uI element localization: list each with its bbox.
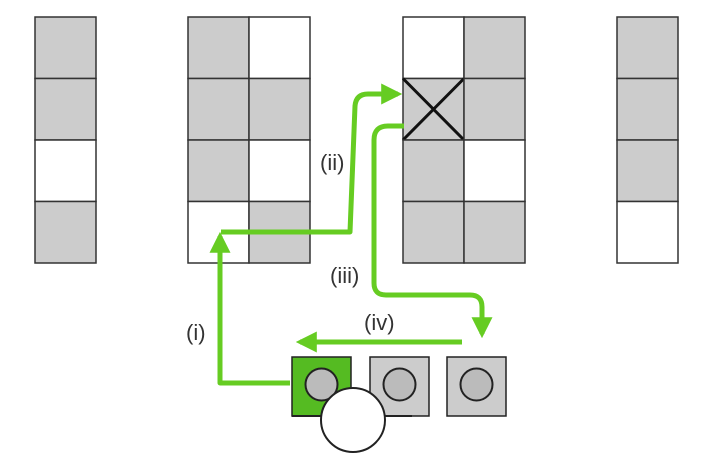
grid-cell-empty bbox=[402, 16, 465, 80]
grid-cell-empty bbox=[463, 139, 526, 203]
grid-cell-empty bbox=[34, 139, 97, 203]
arrow-step-i bbox=[209, 231, 290, 386]
grid-cell-filled bbox=[402, 139, 465, 203]
path-arrows bbox=[209, 83, 493, 386]
grid-col-2 bbox=[187, 16, 311, 264]
head-circle-icon bbox=[320, 387, 386, 453]
grid-cell-filled bbox=[616, 16, 679, 80]
ball-icon bbox=[304, 367, 339, 402]
label-step-i: (i) bbox=[186, 320, 206, 345]
grid-columns bbox=[34, 16, 679, 264]
grid-cell-filled bbox=[616, 77, 679, 141]
grid-cell-filled bbox=[34, 16, 97, 80]
arrow-step-iii bbox=[371, 123, 493, 339]
ball-icon bbox=[382, 367, 417, 402]
cross-mark-icon bbox=[401, 77, 466, 142]
grid-col-1 bbox=[34, 16, 97, 264]
grid-cell-filled bbox=[402, 200, 465, 264]
grid-cell-filled bbox=[187, 16, 250, 80]
slot-row bbox=[291, 356, 507, 453]
grid-cell-filled bbox=[34, 77, 97, 141]
label-step-ii: (ii) bbox=[320, 150, 344, 175]
grid-cell-filled bbox=[34, 200, 97, 264]
grid-cell-empty bbox=[248, 16, 311, 80]
label-step-iii: (iii) bbox=[330, 263, 359, 288]
label-step-iv: (iv) bbox=[364, 310, 395, 335]
grid-cell-filled bbox=[463, 77, 526, 141]
grid-cell-filled bbox=[463, 200, 526, 264]
slot-3 bbox=[446, 356, 507, 417]
arrow-step-ii bbox=[221, 83, 403, 235]
grid-cell-filled bbox=[187, 77, 250, 141]
grid-cell-empty bbox=[248, 139, 311, 203]
step-labels: (i) (ii) (iii) (iv) bbox=[186, 150, 395, 345]
grid-cell-empty bbox=[616, 200, 679, 264]
grid-cell-filled bbox=[187, 139, 250, 203]
ball-icon bbox=[459, 367, 494, 402]
grid-col-3 bbox=[401, 16, 526, 264]
grid-cell-filled bbox=[616, 139, 679, 203]
grid-cell-filled bbox=[463, 16, 526, 80]
grid-col-4 bbox=[616, 16, 679, 264]
grid-cell-filled bbox=[248, 77, 311, 141]
